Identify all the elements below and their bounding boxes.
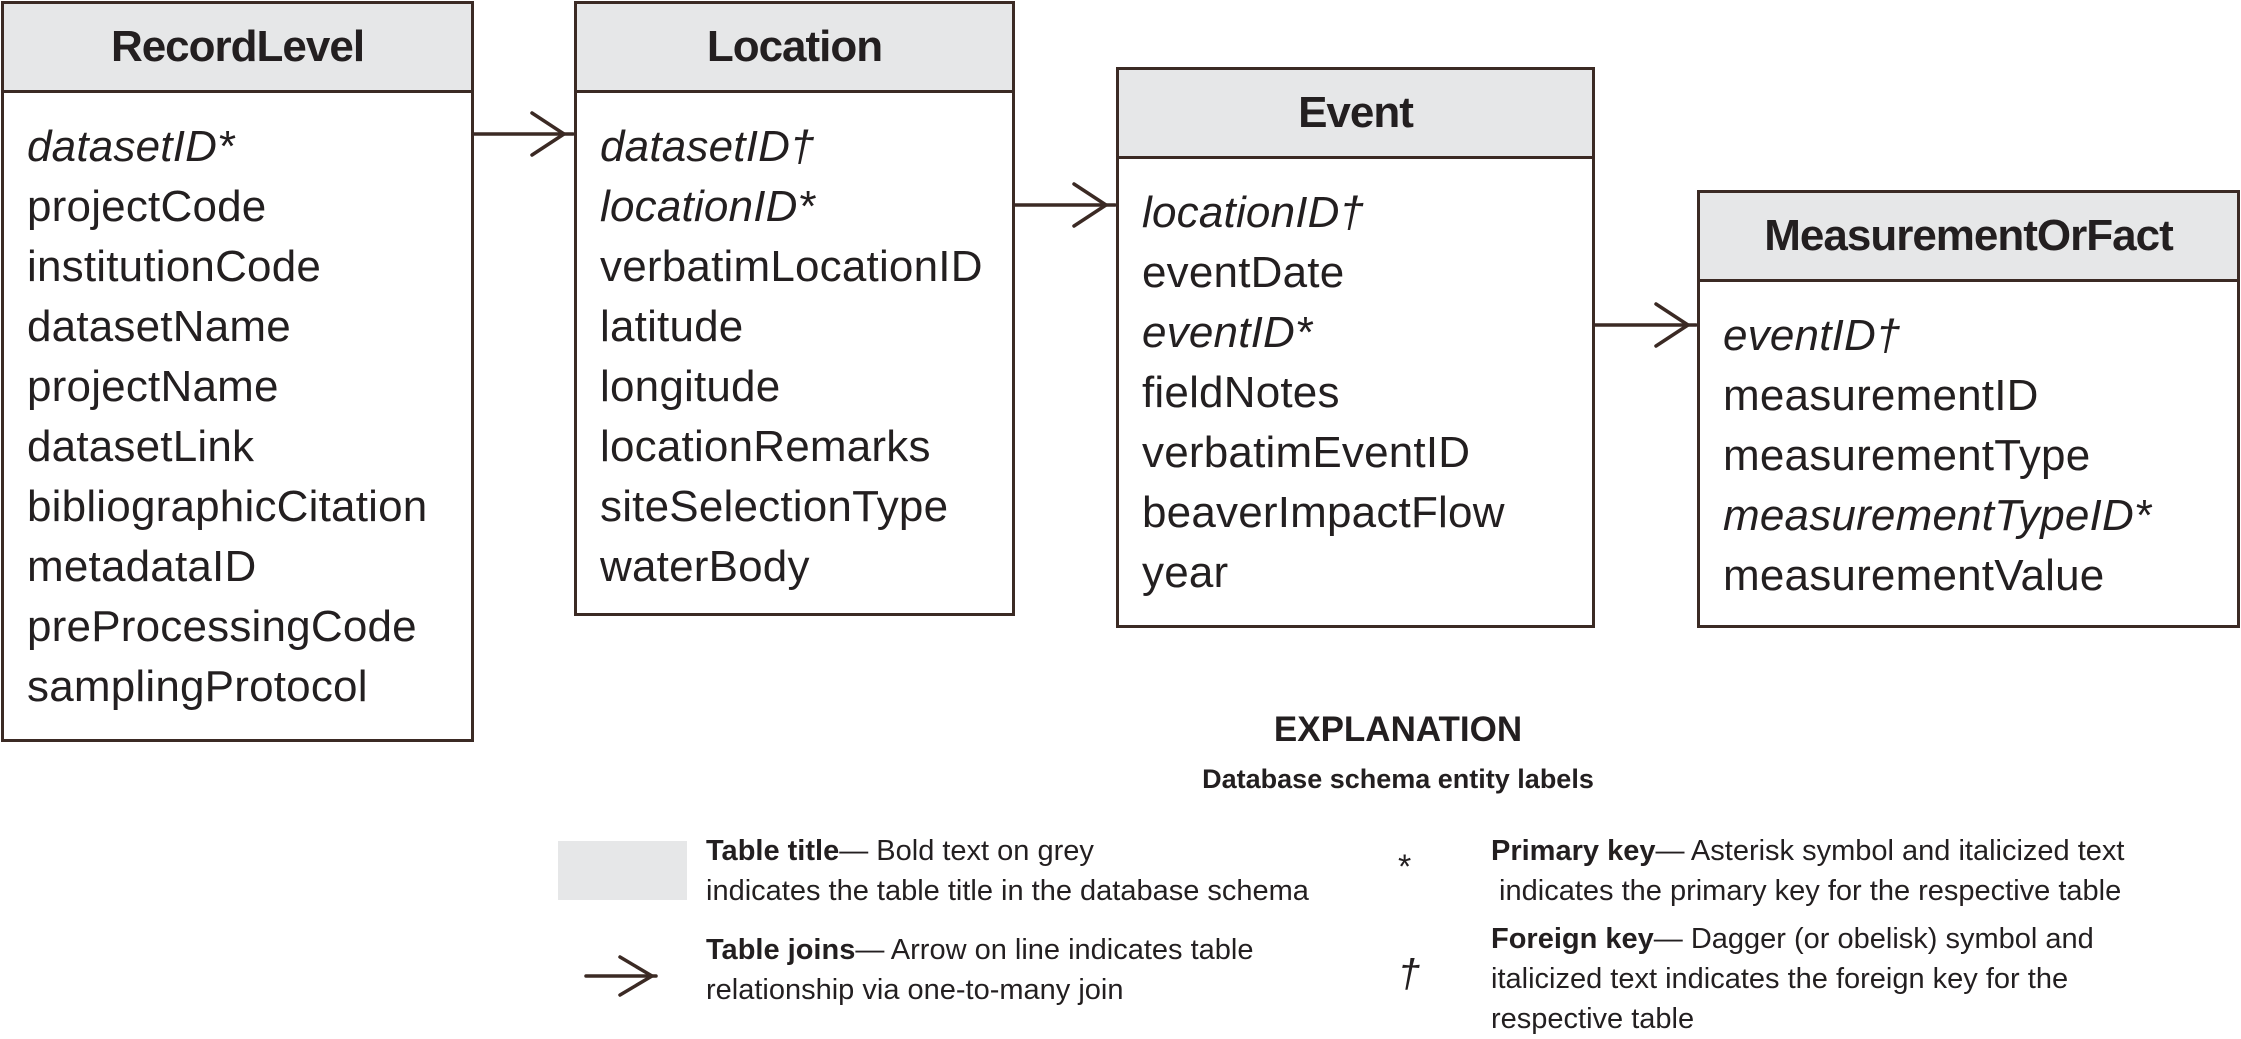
- legend-text-line: respective table: [1491, 1003, 1695, 1035]
- key-field: locationID*: [600, 182, 815, 231]
- field-list: eventID† measurementID measurementType meas…: [1700, 282, 2237, 606]
- foreign-key-symbol: †: [1398, 952, 1421, 996]
- field: latitude: [600, 302, 744, 351]
- legend-term: Primary key: [1491, 835, 1656, 867]
- field: bibliographicCitation: [27, 482, 428, 531]
- legend-text-line: — Asterisk symbol and italicized text: [1655, 835, 2125, 867]
- join-arrow-recordlevel-location: [472, 111, 575, 157]
- join-arrow-event-measurementorfact: [1592, 302, 1698, 348]
- field: projectName: [27, 362, 279, 411]
- field: eventDate: [1142, 248, 1345, 297]
- legend-text-line: indicates the primary key for the respec…: [1491, 875, 2122, 907]
- legend-table-title: Table title— Bold text on grey indicates…: [706, 831, 1309, 911]
- legend-primary-key: Primary key— Asterisk symbol and italici…: [1491, 831, 2124, 911]
- table-location: Location datasetID† locationID* verbatimLo…: [574, 1, 1015, 616]
- legend-text-line: — Bold text on grey: [839, 835, 1094, 867]
- legend-text-line: italicized text indicates the foreign ke…: [1491, 963, 2069, 995]
- legend-join-arrow: [584, 955, 658, 997]
- field: siteSelectionType: [600, 482, 949, 531]
- field: datasetName: [27, 302, 291, 351]
- field: samplingProtocol: [27, 662, 368, 711]
- field: fieldNotes: [1142, 368, 1340, 417]
- key-field: locationID†: [1142, 188, 1365, 237]
- legend-text-line: — Dagger (or obelisk) symbol and: [1653, 923, 2094, 955]
- key-field: datasetID*: [27, 122, 235, 171]
- field: waterBody: [600, 542, 810, 591]
- key-field: datasetID†: [600, 122, 815, 171]
- table-title: MeasurementOrFact: [1700, 193, 2237, 282]
- join-arrow-location-event: [1012, 182, 1117, 228]
- primary-key-symbol: *: [1398, 848, 1412, 886]
- legend-term: Foreign key: [1491, 923, 1654, 955]
- field: locationRemarks: [600, 422, 931, 471]
- field: measurementType: [1723, 431, 2091, 480]
- table-title: Event: [1119, 70, 1592, 159]
- table-recordlevel: RecordLevel datasetID* projectCode institu…: [1, 1, 474, 742]
- legend-table-joins: Table joins— Arrow on line indicates tab…: [706, 930, 1253, 1010]
- legend-text-line: indicates the table title in the databas…: [706, 875, 1309, 907]
- field-list: datasetID† locationID* verbatimLocationID l…: [577, 93, 1012, 597]
- field: datasetLink: [27, 422, 255, 471]
- field: year: [1142, 548, 1229, 597]
- field: beaverImpactFlow: [1142, 488, 1505, 537]
- key-field: measurementTypeID*: [1723, 491, 2152, 540]
- legend-term: Table title: [706, 835, 840, 867]
- field-list: locationID† eventDate eventID* fieldNotes ve…: [1119, 159, 1592, 603]
- legend-title-swatch: [558, 841, 687, 900]
- legend-text-line: — Arrow on line indicates table: [855, 934, 1254, 966]
- field: projectCode: [27, 182, 267, 231]
- field: preProcessingCode: [27, 602, 417, 651]
- legend-term: Table joins: [706, 934, 856, 966]
- table-measurementorfact: MeasurementOrFact eventID† measurementID m…: [1697, 190, 2240, 628]
- field: longitude: [600, 362, 781, 411]
- key-field: eventID†: [1723, 311, 1901, 360]
- table-title: RecordLevel: [4, 4, 471, 93]
- field: verbatimLocationID: [600, 242, 983, 291]
- field: verbatimEventID: [1142, 428, 1471, 477]
- key-field: eventID*: [1142, 308, 1313, 357]
- explanation-subtitle: Database schema entity labels: [1202, 764, 1594, 794]
- field: measurementID: [1723, 371, 2039, 420]
- field: measurementValue: [1723, 551, 2105, 600]
- table-title: Location: [577, 4, 1012, 93]
- legend-foreign-key: Foreign key— Dagger (or obelisk) symbol …: [1491, 919, 2094, 1039]
- legend-text-line: relationship via one-to-many join: [706, 974, 1124, 1006]
- field: institutionCode: [27, 242, 322, 291]
- table-event: Event locationID† eventDate eventID* fieldN…: [1116, 67, 1595, 628]
- field: metadataID: [27, 542, 257, 591]
- field-list: datasetID* projectCode institutionCode data…: [4, 93, 471, 717]
- explanation-title: EXPLANATION: [1273, 710, 1523, 749]
